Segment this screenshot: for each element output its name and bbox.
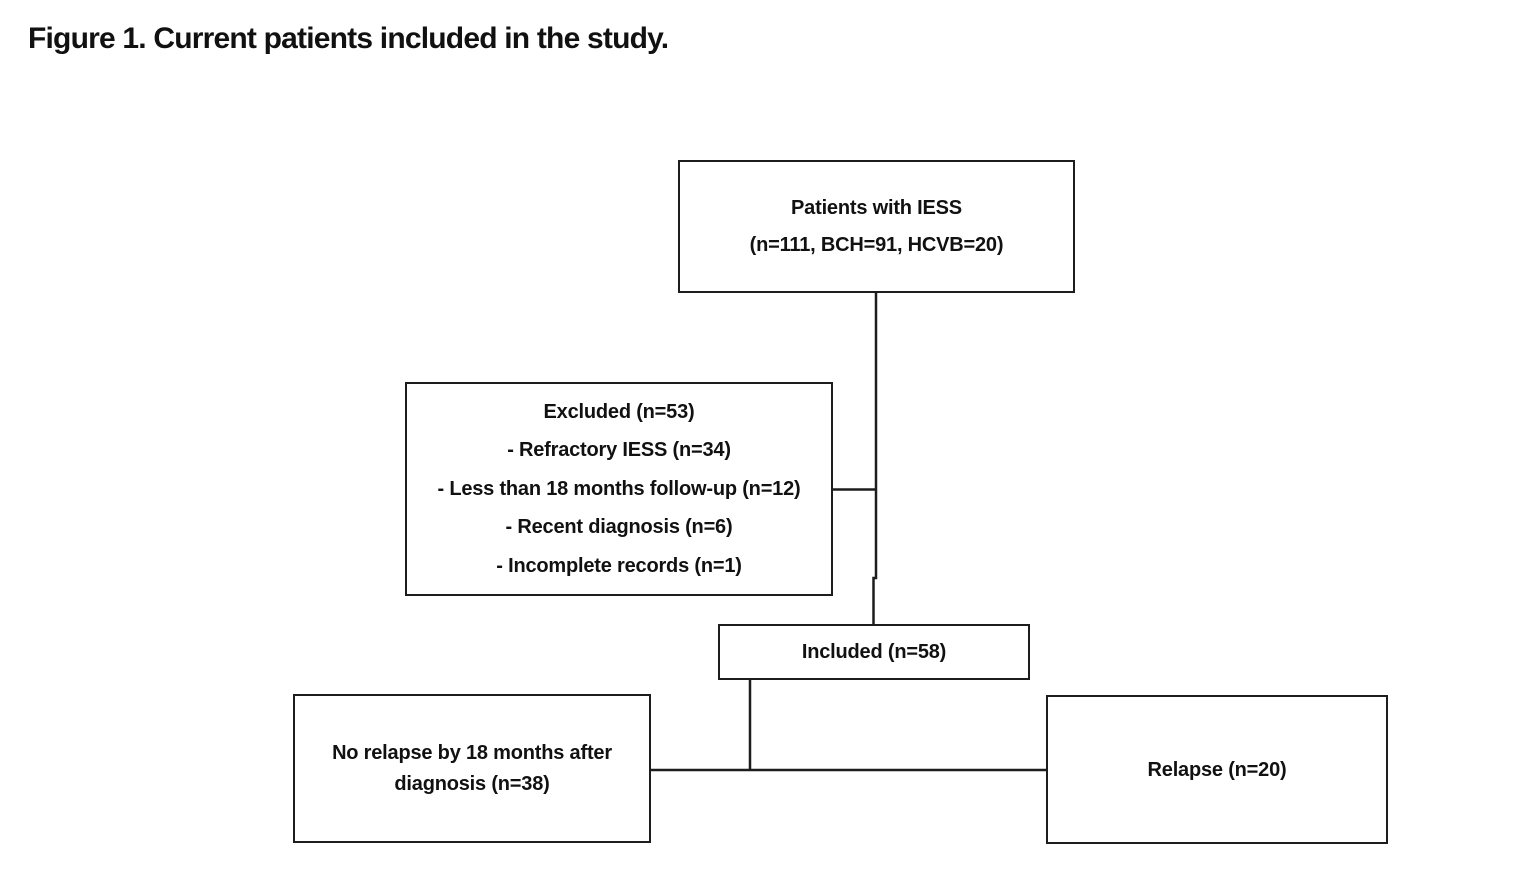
node-relapse: Relapse (n=20) <box>1046 695 1388 844</box>
node-included: Included (n=58) <box>718 624 1030 680</box>
node-excluded-item-refractory: - Refractory IESS (n=34) <box>507 439 731 462</box>
node-excluded-heading: Excluded (n=53) <box>543 400 695 423</box>
node-excluded-item-followup: - Less than 18 months follow-up (n=12) <box>437 477 801 500</box>
node-patients-with-iess: Patients with IESS (n=111, BCH=91, HCVB=… <box>678 160 1075 293</box>
node-patients-line2: (n=111, BCH=91, HCVB=20) <box>749 233 1004 256</box>
node-relapse-label: Relapse (n=20) <box>1147 758 1287 781</box>
node-excluded-item-recent-diagnosis: - Recent diagnosis (n=6) <box>505 516 733 539</box>
node-no-relapse-line2: diagnosis (n=38) <box>394 772 550 795</box>
figure-title: Figure 1. Current patients included in t… <box>28 22 669 55</box>
node-included-label: Included (n=58) <box>801 641 947 663</box>
node-excluded-item-incomplete-records: - Incomplete records (n=1) <box>496 554 742 577</box>
node-no-relapse: No relapse by 18 months after diagnosis … <box>293 694 651 843</box>
node-no-relapse-line1: No relapse by 18 months after <box>332 741 612 764</box>
node-patients-line1: Patients with IESS <box>791 196 962 219</box>
connector-patients-to-included <box>872 293 878 626</box>
node-excluded: Excluded (n=53) - Refractory IESS (n=34)… <box>405 382 833 596</box>
